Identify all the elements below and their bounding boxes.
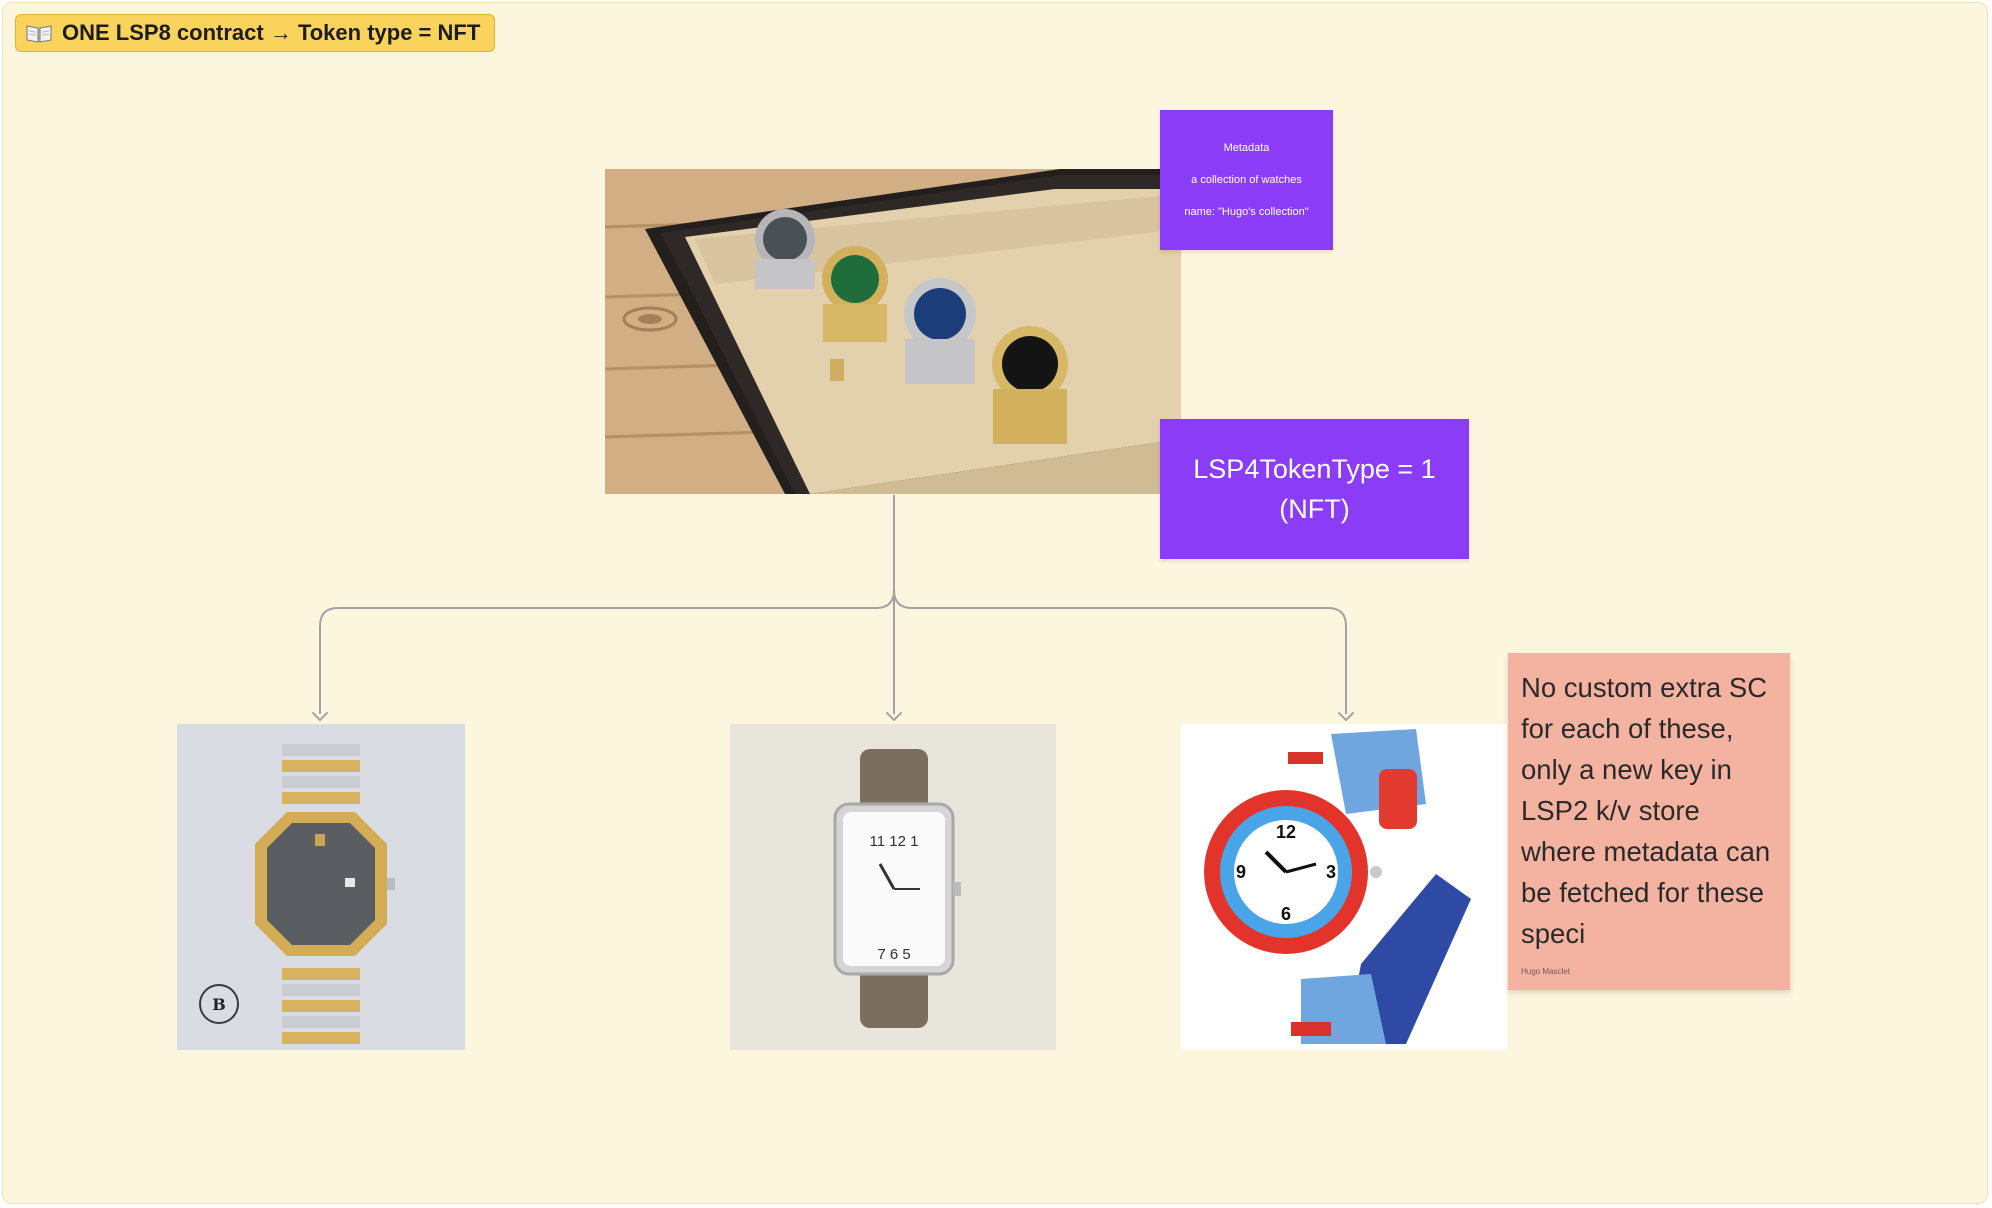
svg-text:12: 12 xyxy=(1276,822,1296,842)
hermes-cape-cod-watch-photo[interactable]: 11 12 1 7 6 5 xyxy=(730,724,1056,1050)
token-type-line: LSP4TokenType = 1 xyxy=(1193,453,1436,484)
section-title: ONE LSP8 contract → Token type = NFT xyxy=(62,20,481,45)
info-note-author: Hugo Masclet xyxy=(1521,967,1570,976)
section-title-tag[interactable]: ONE LSP8 contract → Token type = NFT xyxy=(15,14,496,52)
metadata-line-title: Metadata xyxy=(1223,142,1270,154)
audemars-piguet-royal-oak-photo[interactable]: B xyxy=(177,724,465,1050)
flik-flak-kids-watch-photo[interactable]: 12 3 6 9 xyxy=(1181,724,1507,1050)
open-book-icon xyxy=(26,23,52,43)
svg-text:7 6 5: 7 6 5 xyxy=(877,946,910,963)
info-sticky-note[interactable]: No custom extra SC for each of these, on… xyxy=(1508,653,1790,990)
metadata-sticky-note[interactable]: Metadata a collection of watches name: "… xyxy=(1160,110,1333,250)
metadata-line-description: a collection of watches xyxy=(1191,174,1302,186)
svg-text:3: 3 xyxy=(1326,862,1336,882)
info-note-text: No custom extra SC for each of these, on… xyxy=(1521,672,1771,949)
svg-text:B: B xyxy=(212,995,226,1014)
svg-text:6: 6 xyxy=(1281,904,1291,924)
watch-collection-box-photo[interactable] xyxy=(605,169,1181,494)
svg-text:9: 9 xyxy=(1236,862,1246,882)
metadata-line-name: name: "Hugo's collection" xyxy=(1184,206,1309,218)
token-type-sticky-note[interactable]: LSP4TokenType = 1 (NFT) xyxy=(1160,419,1469,559)
svg-text:11 12 1: 11 12 1 xyxy=(870,833,919,850)
token-type-value: (NFT) xyxy=(1279,494,1350,524)
